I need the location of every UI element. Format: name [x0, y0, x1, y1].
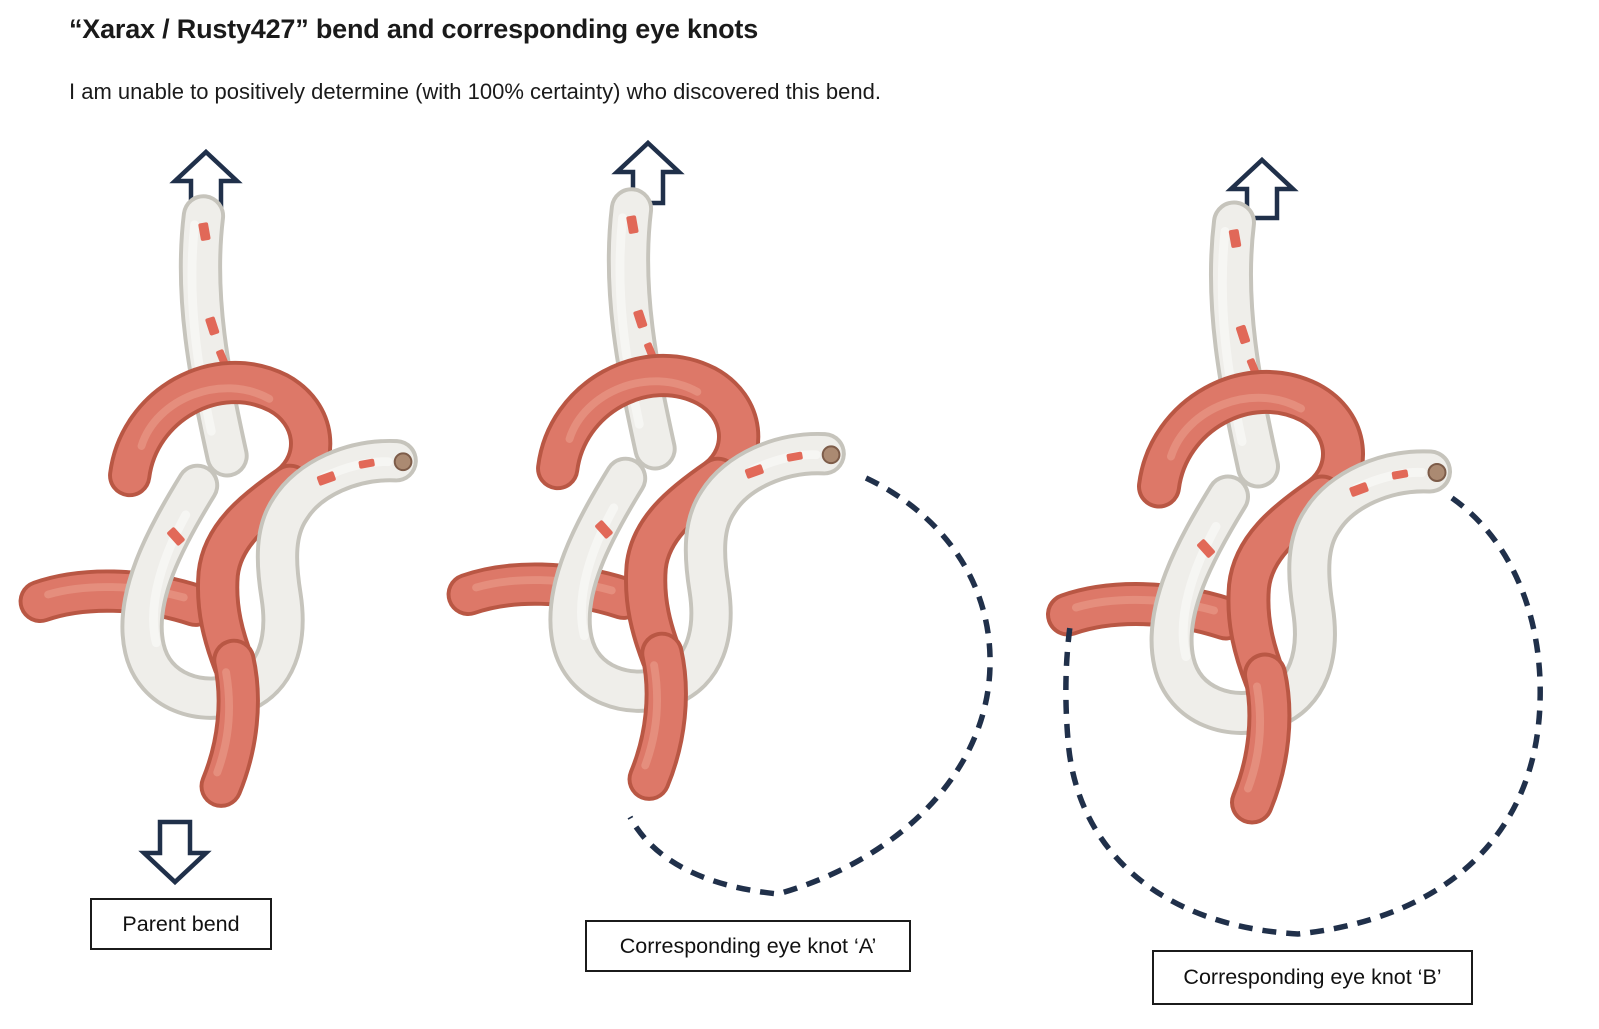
knot-photo: [40, 216, 411, 786]
figure-caption-parent-bend: Parent bend: [90, 898, 272, 950]
up-arrow-icon: [1225, 156, 1299, 221]
figure-caption-text: Corresponding eye knot ‘B’: [1183, 965, 1442, 989]
figure-eye-knot-b: [1063, 156, 1543, 937]
dashed-eye-loop-a: [627, 475, 993, 897]
knot-photo: [1068, 223, 1446, 803]
figure-caption-text: Corresponding eye knot ‘A’: [619, 933, 877, 958]
page-subtitle: I am unable to positively determine (wit…: [69, 79, 881, 104]
down-arrow-icon: [138, 819, 212, 886]
dashed-eye-loop-b: [1063, 495, 1543, 937]
knot-photo: [468, 209, 839, 779]
figure-eye-knot-a: [468, 139, 993, 897]
figure-caption-text: Parent bend: [122, 911, 240, 936]
page-title: “Xarax / Rusty427” bend and correspondin…: [69, 14, 759, 44]
figure-caption-eye-knot-b: Corresponding eye knot ‘B’: [1152, 950, 1473, 1005]
figure-parent-bend: [40, 148, 411, 886]
figure-caption-eye-knot-a: Corresponding eye knot ‘A’: [585, 920, 911, 972]
